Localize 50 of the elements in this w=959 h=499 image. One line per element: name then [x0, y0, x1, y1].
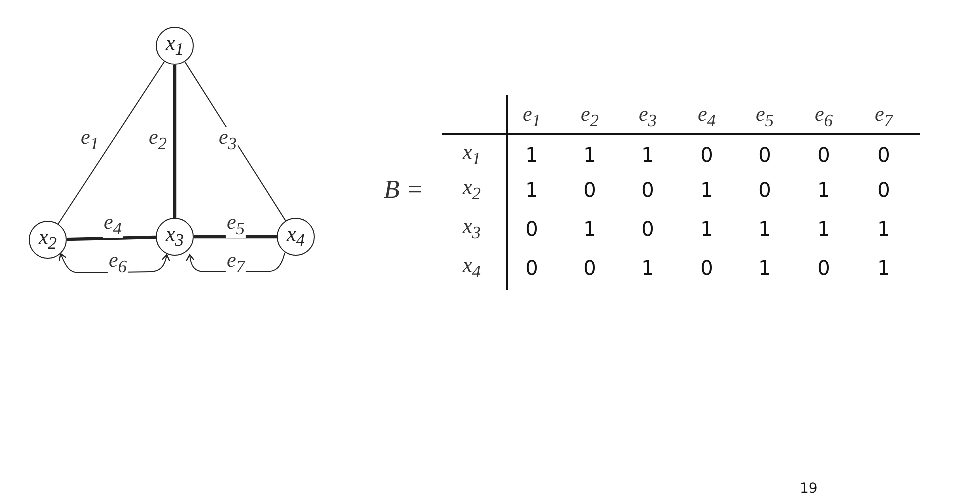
column-header: e$_{2}$ — [580, 104, 600, 130]
table-cell: 0 — [818, 145, 830, 165]
table-cell: 1 — [642, 258, 654, 278]
table-cell: 0 — [584, 258, 596, 278]
table-cell: 0 — [758, 180, 772, 200]
table-cell: 1 — [818, 219, 830, 239]
edge-line — [173, 65, 177, 218]
table-cell: 1 — [700, 180, 714, 200]
table-cell: 0 — [642, 219, 654, 239]
column-header: e$_{3}$ — [638, 104, 658, 130]
table-cell: 0 — [700, 258, 714, 278]
table-cell: 1 — [700, 219, 714, 239]
column-header: e$_{5}$ — [754, 104, 776, 130]
vertex-circle: x$_{4}$ — [277, 218, 315, 256]
table-cell: 0 — [526, 258, 538, 278]
table-cell: 1 — [758, 219, 772, 239]
row-header: x$_{1}$ — [462, 142, 482, 168]
table-cell: 0 — [878, 145, 890, 165]
table-cell: 1 — [878, 258, 890, 278]
table-cell: 1 — [526, 145, 538, 165]
table-cell: 0 — [584, 180, 596, 200]
edge-label: e$_{3}$ — [218, 127, 238, 153]
matrix-name: B = — [383, 177, 425, 203]
column-header: e$_{6}$ — [814, 104, 834, 130]
edge-line — [66, 236, 156, 242]
table-cell: 0 — [642, 180, 654, 200]
column-header: e$_{7}$ — [874, 104, 894, 130]
column-header: e$_{4}$ — [696, 104, 718, 130]
vertex-circle: x$_{2}$ — [29, 221, 67, 259]
edge-line — [58, 61, 166, 225]
row-header: x$_{3}$ — [462, 216, 482, 242]
table-cell: 1 — [642, 145, 654, 165]
vertex-circle: x$_{1}$ — [156, 27, 194, 65]
vertex-circle: x$_{3}$ — [156, 218, 194, 256]
table-cell: 0 — [758, 145, 772, 165]
table-cell: 1 — [584, 219, 596, 239]
table-cell: 1 — [878, 219, 890, 239]
row-header: x$_{2}$ — [462, 177, 482, 203]
table-cell: 0 — [818, 258, 830, 278]
edge-line — [184, 62, 286, 222]
table-cell: 0 — [878, 180, 890, 200]
table-cell: 0 — [700, 145, 714, 165]
column-header: e$_{1}$ — [522, 104, 542, 130]
page-number: 19 — [800, 481, 818, 497]
table-cell: 1 — [758, 258, 772, 278]
table-cell: 1 — [818, 180, 830, 200]
table-cell: 0 — [526, 219, 538, 239]
table-cell: 1 — [526, 180, 538, 200]
table-cell: 1 — [584, 145, 596, 165]
row-header: x$_{4}$ — [462, 255, 482, 281]
